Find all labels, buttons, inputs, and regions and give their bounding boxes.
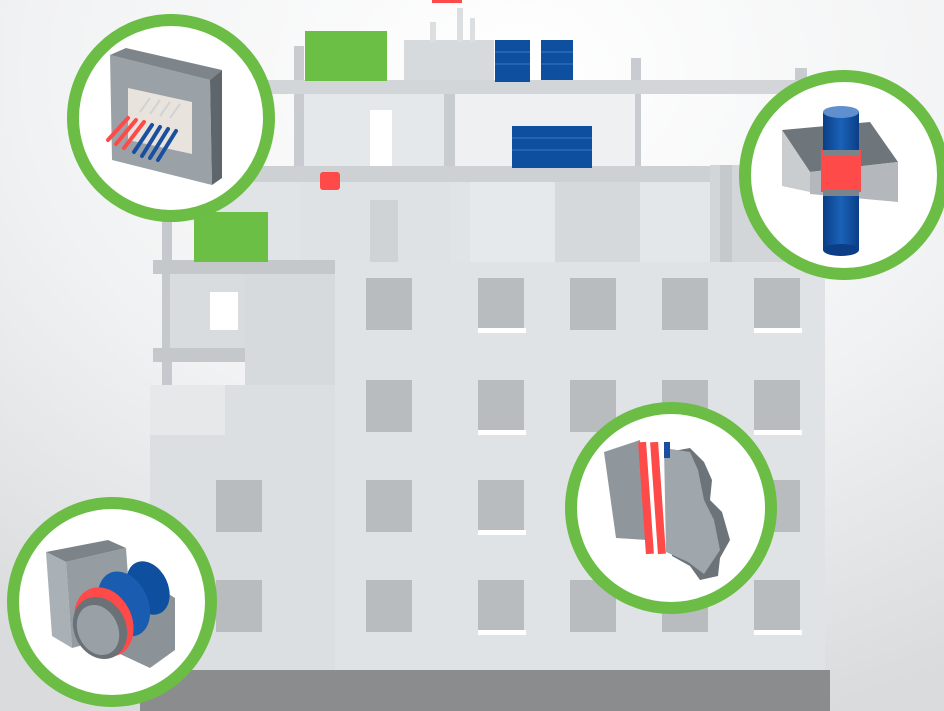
hotspot-floor-pipe-penetration[interactable] bbox=[745, 76, 943, 274]
hotspot-wall-cable-penetration[interactable] bbox=[73, 20, 269, 216]
hotspot-joint-seal[interactable] bbox=[571, 408, 771, 608]
hotspot-pipe-collar[interactable] bbox=[13, 503, 211, 701]
